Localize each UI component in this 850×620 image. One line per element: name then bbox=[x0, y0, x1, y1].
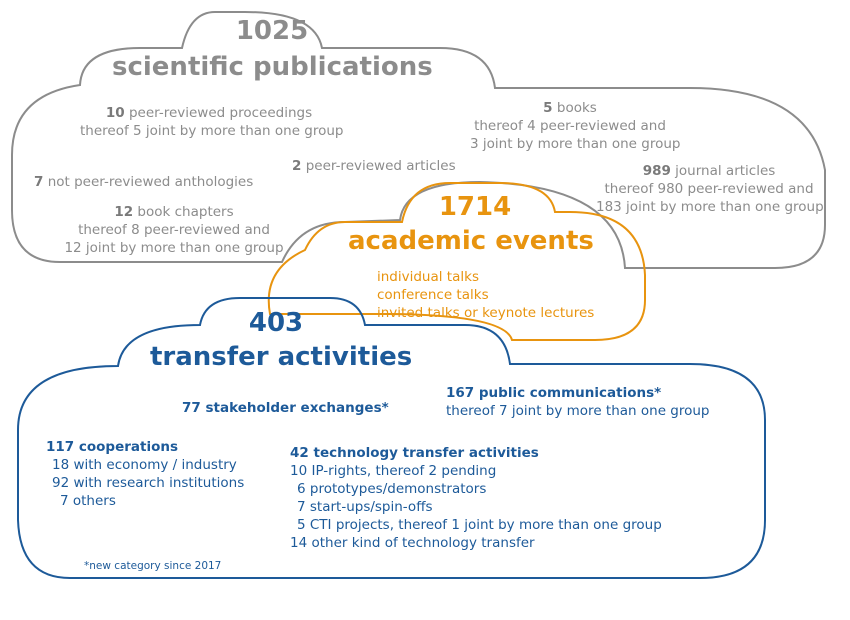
stakeholder-title: 77 stakeholder exchanges* bbox=[182, 400, 389, 416]
public-communications-title: 167 public communications* bbox=[446, 385, 662, 401]
tech-transfer-item: 7 start-ups/spin-offs bbox=[297, 499, 433, 515]
books-entry: 5 books thereof 4 peer-reviewed and 3 jo… bbox=[470, 99, 681, 153]
tech-transfer-item: 5 CTI projects, thereof 1 joint by more … bbox=[297, 517, 662, 533]
tech-transfer-item: 10 IP-rights, thereof 2 pending bbox=[290, 463, 497, 479]
transfer-cloud bbox=[17, 297, 766, 579]
anthologies-label: not peer-reviewed anthologies bbox=[43, 174, 254, 190]
proceedings-sub: thereof 5 joint by more than one group bbox=[80, 123, 344, 139]
cooperations-item: 92 with research institutions bbox=[52, 475, 245, 491]
proceedings-count: 10 bbox=[105, 105, 125, 121]
events-cloud bbox=[267, 182, 646, 341]
events-item: individual talks bbox=[377, 269, 479, 285]
cooperations-entry: 117 cooperations 18 with economy / indus… bbox=[46, 438, 244, 510]
journal-sub2: 183 joint by more than one group bbox=[596, 199, 824, 215]
books-count: 5 bbox=[543, 100, 553, 116]
public-communications-entry: 167 public communications* thereof 7 joi… bbox=[446, 384, 710, 420]
transfer-count: 403 bbox=[248, 308, 304, 338]
transfer-title: transfer activities bbox=[150, 342, 413, 372]
public-communications-sub: thereof 7 joint by more than one group bbox=[446, 403, 710, 419]
articles-entry: 2 peer-reviewed articles bbox=[292, 157, 456, 175]
articles-label: peer-reviewed articles bbox=[301, 158, 456, 174]
events-list: individual talks conference talks invite… bbox=[377, 268, 594, 322]
proceedings-entry: 10 peer-reviewed proceedings thereof 5 j… bbox=[80, 104, 344, 140]
journal-count: 989 bbox=[642, 163, 671, 179]
cooperations-item: 18 with economy / industry bbox=[52, 457, 237, 473]
chapters-sub1: thereof 8 peer-reviewed and bbox=[78, 222, 270, 238]
events-item: conference talks bbox=[377, 287, 489, 303]
chapters-entry: 12 book chapters thereof 8 peer-reviewed… bbox=[64, 203, 284, 257]
books-sub1: thereof 4 peer-reviewed and bbox=[474, 118, 666, 134]
journal-entry: 989 journal articles thereof 980 peer-re… bbox=[596, 162, 824, 216]
cooperations-title: 117 cooperations bbox=[46, 439, 179, 455]
chapters-label: book chapters bbox=[133, 204, 234, 220]
events-title: academic events bbox=[348, 226, 594, 256]
journal-label: journal articles bbox=[670, 163, 776, 179]
publications-title: scientific publications bbox=[112, 52, 433, 82]
chapters-count: 12 bbox=[114, 204, 134, 220]
anthologies-entry: 7 not peer-reviewed anthologies bbox=[34, 173, 253, 191]
proceedings-label: peer-reviewed proceedings bbox=[124, 105, 313, 121]
tech-transfer-title: 42 technology transfer activities bbox=[290, 445, 539, 461]
events-count: 1714 bbox=[438, 192, 512, 222]
events-item: invited talks or keynote lectures bbox=[377, 305, 595, 321]
footnote: *new category since 2017 bbox=[84, 560, 222, 572]
tech-transfer-item: 14 other kind of technology transfer bbox=[290, 535, 535, 551]
tech-transfer-entry: 42 technology transfer activities 10 IP-… bbox=[290, 444, 662, 552]
cooperations-item: 7 others bbox=[60, 493, 116, 509]
tech-transfer-item: 6 prototypes/demonstrators bbox=[297, 481, 487, 497]
books-sub2: 3 joint by more than one group bbox=[470, 136, 681, 152]
journal-sub1: thereof 980 peer-reviewed and bbox=[604, 181, 814, 197]
stakeholder-entry: 77 stakeholder exchanges* bbox=[182, 399, 389, 417]
books-label: books bbox=[552, 100, 597, 116]
publications-count: 1025 bbox=[235, 16, 309, 46]
chapters-sub2: 12 joint by more than one group bbox=[64, 240, 284, 256]
anthologies-count: 7 bbox=[34, 174, 44, 190]
articles-count: 2 bbox=[292, 158, 302, 174]
